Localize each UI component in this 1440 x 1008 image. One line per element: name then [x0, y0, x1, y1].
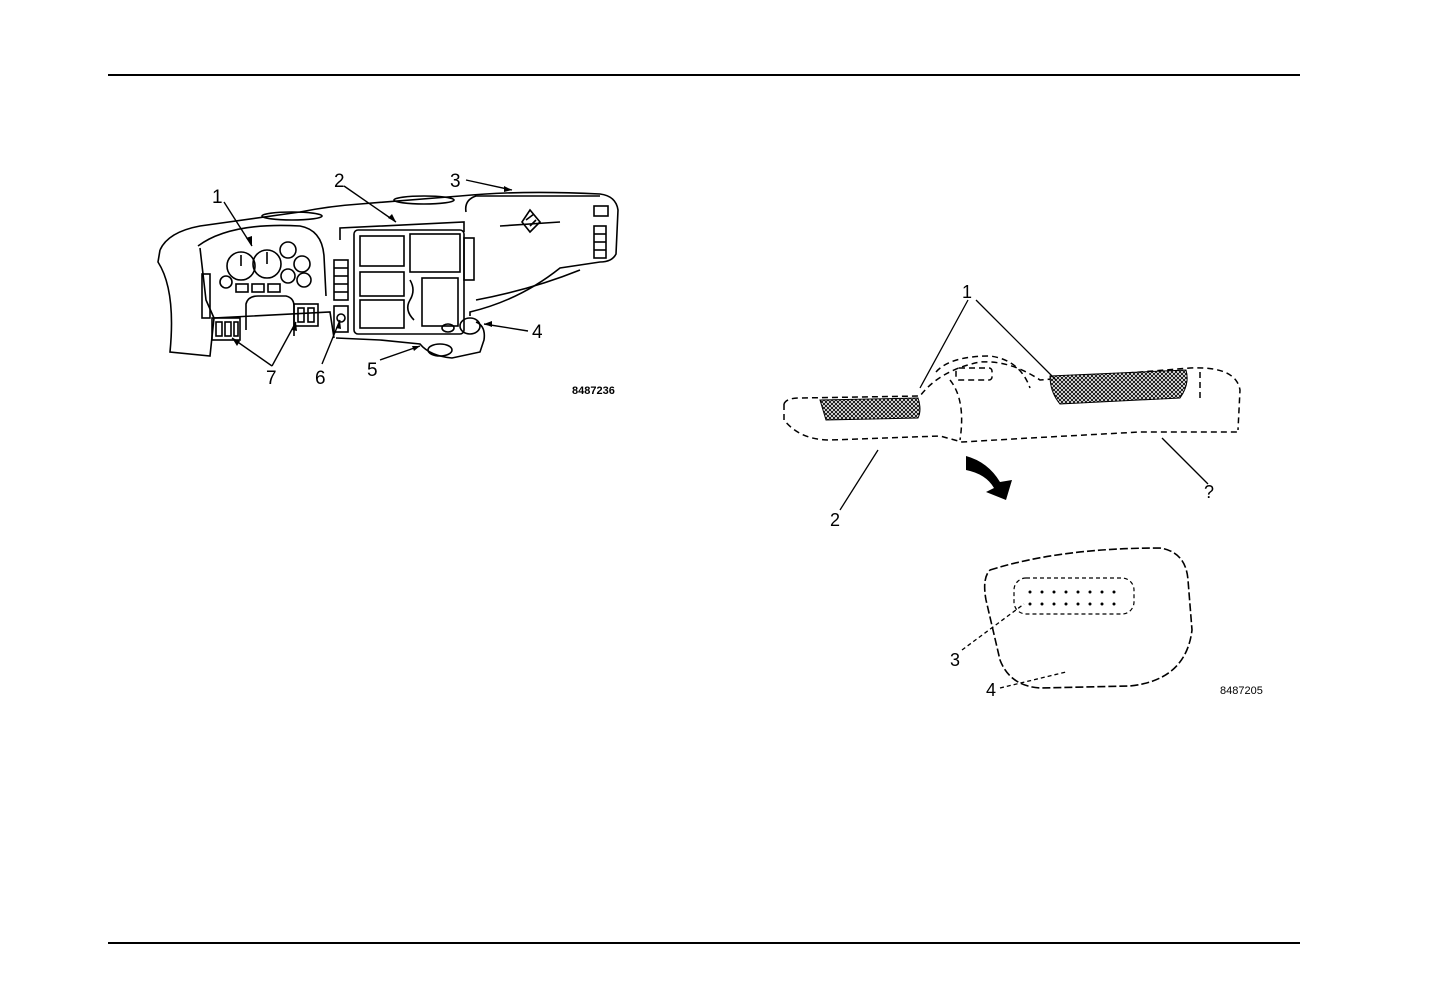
callout-right-2: 2 [830, 510, 840, 530]
callout-right-1: 1 [962, 282, 972, 302]
callout-right-4: 4 [986, 680, 996, 700]
callout-right-2b: ? [1204, 482, 1214, 502]
callout-right-3: 3 [950, 650, 960, 670]
figure-id-right: 8487205 [1220, 685, 1263, 697]
